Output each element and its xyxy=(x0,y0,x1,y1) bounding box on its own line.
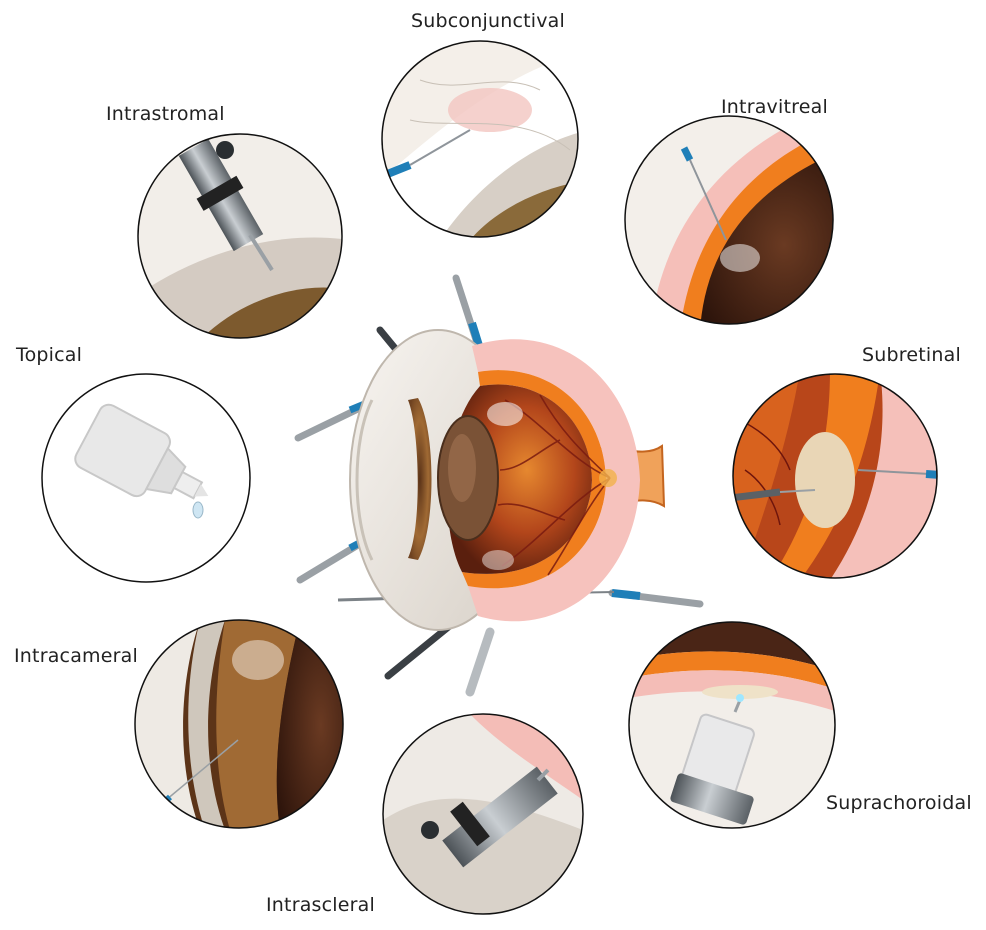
intracameral-inset xyxy=(130,620,350,830)
suprachoroidal-inset xyxy=(628,622,838,832)
intravitreal-inset xyxy=(620,110,840,330)
central-eye-cross-section xyxy=(298,278,700,692)
topical-inset xyxy=(40,372,252,584)
label-intrascleral: Intrascleral xyxy=(266,894,375,916)
label-subconjunctival: Subconjunctival xyxy=(411,10,565,32)
label-intracameral: Intracameral xyxy=(14,645,138,667)
label-intravitreal: Intravitreal xyxy=(721,96,828,118)
label-subretinal: Subretinal xyxy=(862,344,961,366)
subretinal-inset xyxy=(730,370,940,580)
label-topical: Topical xyxy=(16,344,82,366)
label-suprachoroidal: Suprachoroidal xyxy=(826,792,972,814)
subconjunctival-inset xyxy=(380,40,590,240)
intrascleral-inset xyxy=(383,714,583,914)
intrastromal-inset xyxy=(130,130,350,340)
label-intrastromal: Intrastromal xyxy=(106,103,225,125)
